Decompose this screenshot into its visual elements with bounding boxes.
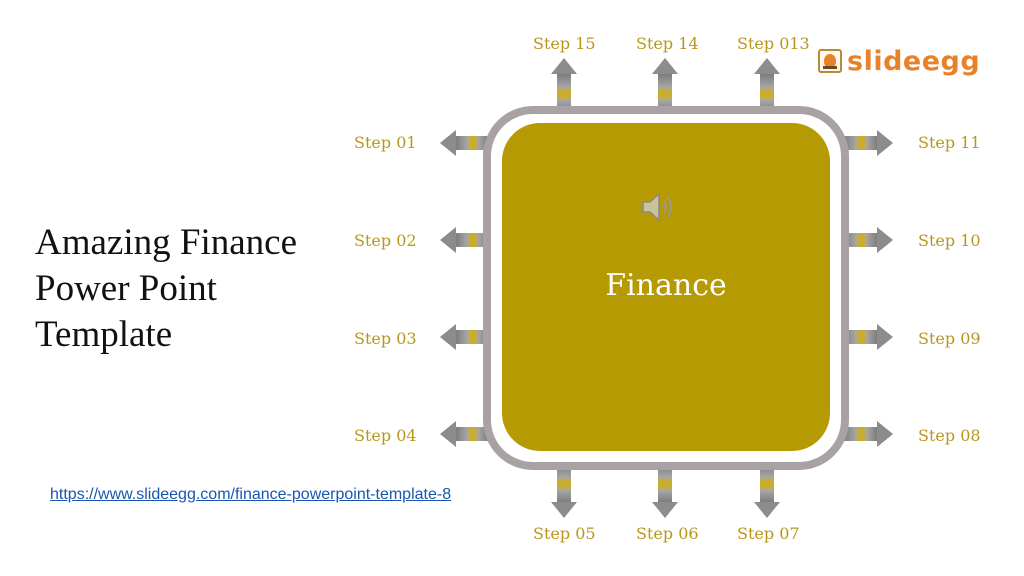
arrow-bottom-1 [551,464,577,518]
step-label-bottom-2: Step 06 [636,524,699,543]
arrow-right-3-head [877,324,893,350]
arrow-left-3-head [440,324,456,350]
arrow-left-4-head [440,421,456,447]
arrow-left-4 [440,421,488,447]
source-link[interactable]: https://www.slideegg.com/finance-powerpo… [50,486,452,503]
title-line-2: Power Point [35,268,217,309]
arrow-left-2-head [440,227,456,253]
arrow-bottom-3-head [754,502,780,518]
arrow-top-1 [551,58,577,112]
arrow-left-4-shaft [456,427,488,441]
arrow-left-3-shaft [456,330,488,344]
arrow-right-3 [844,324,893,350]
step-label-bottom-3: Step 07 [737,524,800,543]
arrow-right-3-shaft [844,330,877,344]
logo-text: slideegg [847,45,981,77]
arrow-right-4-head [877,421,893,447]
arrow-top-1-shaft [557,74,571,112]
arrow-right-2-shaft [844,233,877,247]
arrow-right-2-head [877,227,893,253]
arrow-right-1 [844,130,893,156]
arrow-left-2-shaft [456,233,488,247]
step-label-top-1: Step 15 [533,34,596,53]
arrow-bottom-1-head [551,502,577,518]
speaker-icon[interactable] [640,190,678,224]
step-label-right-2: Step 10 [918,231,981,250]
arrow-top-3-head [754,58,780,74]
arrow-top-3 [754,58,780,112]
arrow-right-1-head [877,130,893,156]
arrow-right-4 [844,421,893,447]
arrow-left-1 [440,130,488,156]
step-label-left-4: Step 04 [354,426,417,445]
step-label-left-2: Step 02 [354,231,417,250]
arrow-right-1-shaft [844,136,877,150]
title-line-1: Amazing Finance [35,222,297,263]
arrow-top-2-shaft [658,74,672,112]
arrow-bottom-2 [652,464,678,518]
title-line-3: Template [35,314,173,355]
arrow-left-1-shaft [456,136,488,150]
arrow-bottom-2-shaft [658,464,672,502]
step-label-top-2: Step 14 [636,34,699,53]
slide-title: Amazing Finance Power Point Template [35,220,355,358]
step-label-left-1: Step 01 [354,133,417,152]
arrow-top-1-head [551,58,577,74]
arrow-left-3 [440,324,488,350]
egg-logo-icon [818,49,842,73]
arrow-top-2-head [652,58,678,74]
slideegg-logo: slideegg [818,44,980,78]
step-label-right-3: Step 09 [918,329,981,348]
arrow-bottom-2-head [652,502,678,518]
arrows-layer [440,58,893,518]
arrow-right-2 [844,227,893,253]
center-square [502,123,830,451]
center-label: Finance [605,268,727,303]
step-label-top-3: Step 013 [737,34,810,53]
step-label-bottom-1: Step 05 [533,524,596,543]
arrow-top-2 [652,58,678,112]
arrow-top-3-shaft [760,74,774,112]
step-label-right-1: Step 11 [918,133,981,152]
arrow-bottom-3 [754,464,780,518]
arrow-left-1-head [440,130,456,156]
step-label-right-4: Step 08 [918,426,981,445]
arrow-left-2 [440,227,488,253]
step-label-left-3: Step 03 [354,329,417,348]
arrow-bottom-3-shaft [760,464,774,502]
arrow-right-4-shaft [844,427,877,441]
arrow-bottom-1-shaft [557,464,571,502]
